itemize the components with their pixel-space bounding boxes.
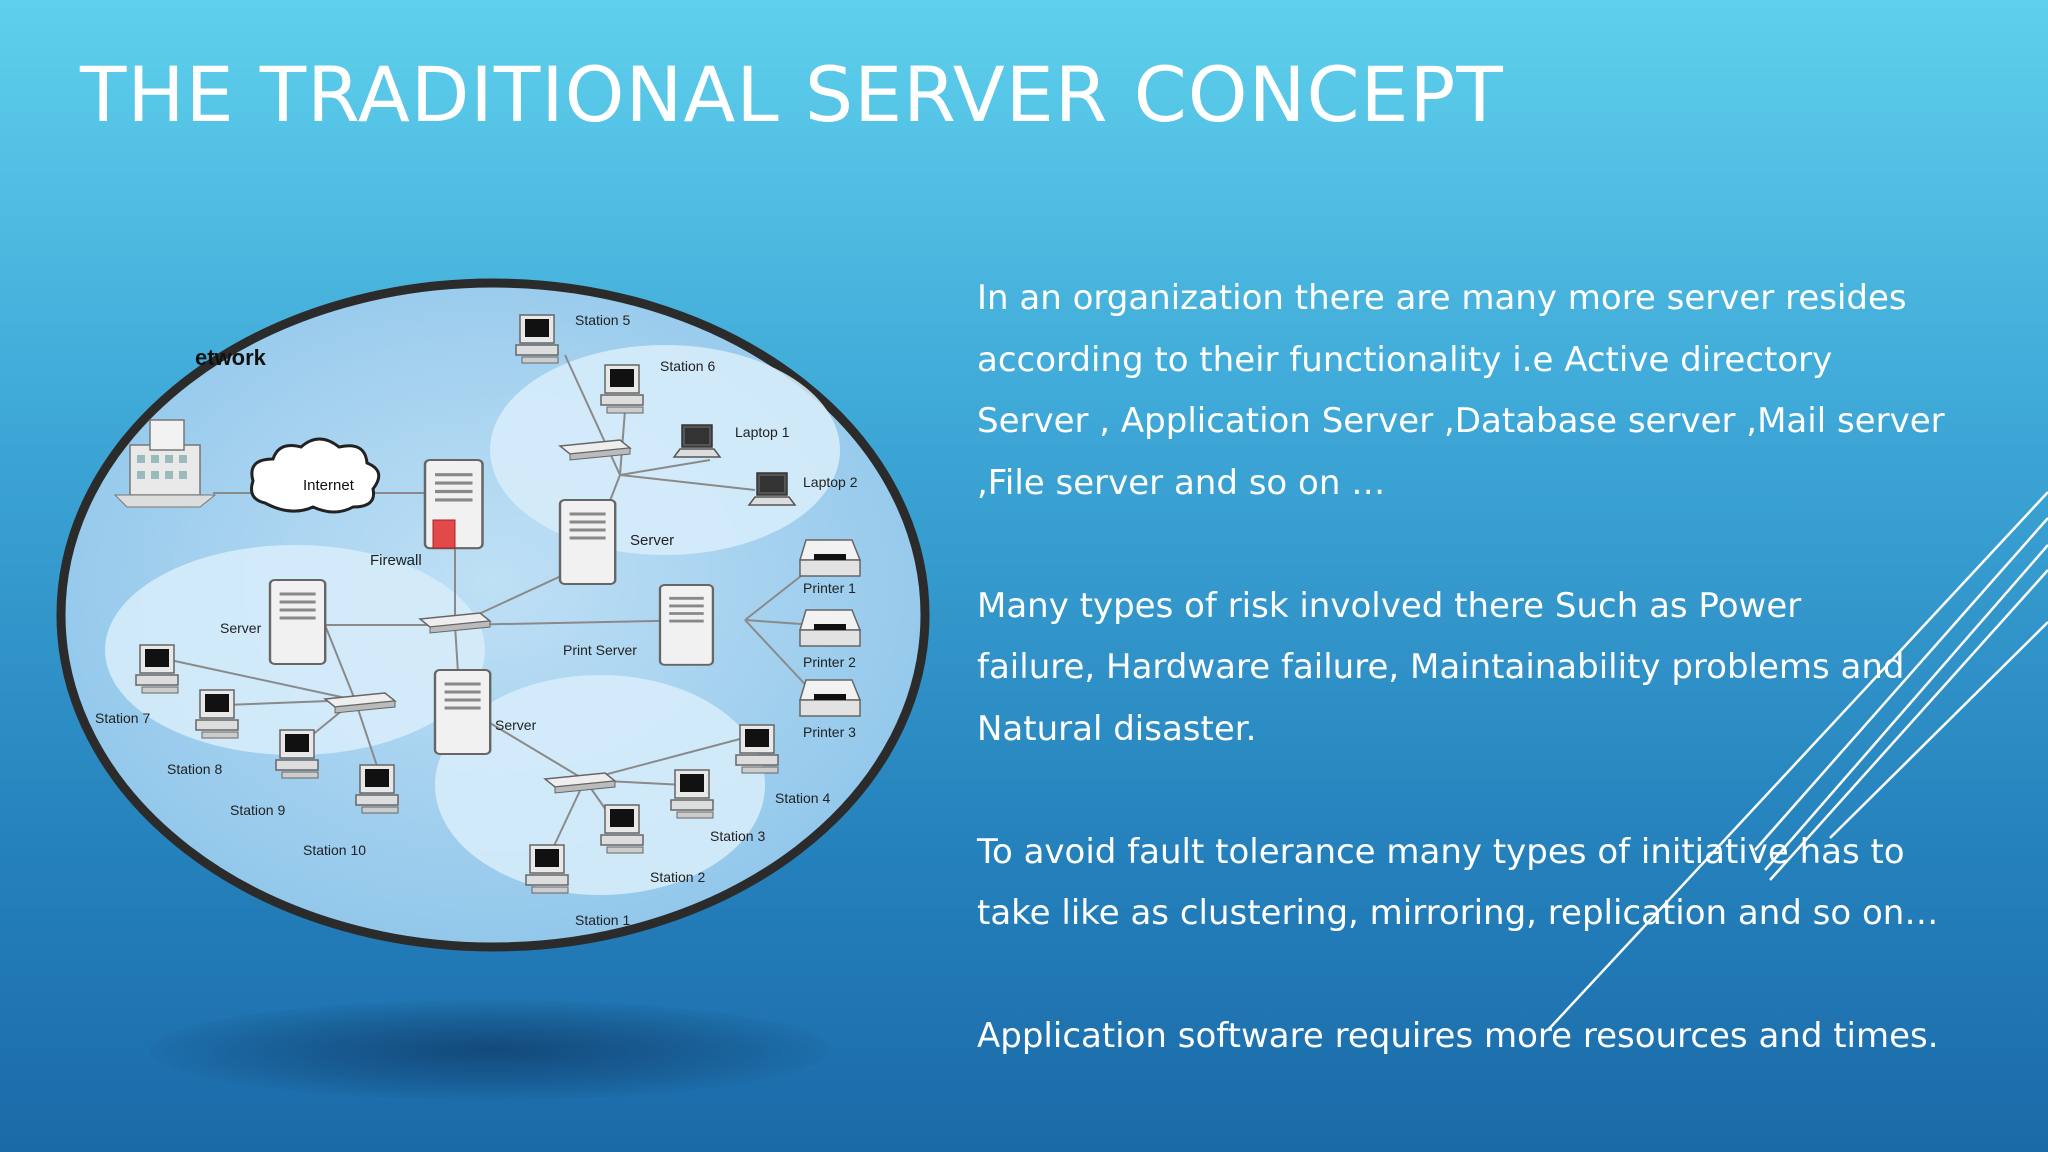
- svg-text:Station 2: Station 2: [650, 869, 705, 885]
- text-line: To avoid fault tolerance many types of i…: [977, 831, 1905, 872]
- network-diagram: Internet Firewall Server Station 5 Stati…: [55, 275, 935, 955]
- text-line: ,File server and so on …: [977, 462, 1386, 503]
- svg-text:Station 8: Station 8: [167, 761, 222, 777]
- text-line: Many types of risk involved there Such a…: [977, 585, 1802, 626]
- svg-text:Internet: Internet: [303, 477, 355, 494]
- firewall-icon: [423, 458, 485, 551]
- svg-text:Station 6: Station 6: [660, 358, 715, 374]
- diagram-shadow: [150, 1000, 830, 1100]
- svg-text:Server: Server: [630, 532, 674, 549]
- svg-text:Station 9: Station 9: [230, 802, 285, 818]
- svg-text:Printer 2: Printer 2: [803, 654, 856, 670]
- text-line: Server , Application Server ,Database se…: [977, 401, 1945, 441]
- svg-text:Laptop 2: Laptop 2: [803, 474, 858, 490]
- slide-body: In an organization there are many more s…: [977, 268, 1987, 1068]
- paragraph-risks: Many types of risk involved there Such a…: [977, 576, 1987, 761]
- server-icon: [433, 668, 493, 756]
- svg-text:Station 5: Station 5: [575, 312, 630, 328]
- svg-text:Station 10: Station 10: [303, 842, 366, 858]
- svg-text:Station 7: Station 7: [95, 710, 150, 726]
- paragraph-servers: In an organization there are many more s…: [977, 268, 1987, 514]
- server-icon: [558, 498, 618, 586]
- svg-text:Firewall: Firewall: [370, 552, 422, 569]
- paragraph-fault-tolerance: To avoid fault tolerance many types of i…: [977, 822, 1987, 945]
- cloud-icon: [250, 437, 381, 514]
- text-line: according to their functionality i.e Act…: [977, 339, 1833, 380]
- text-line: Natural disaster.: [977, 708, 1257, 749]
- svg-text:Station 3: Station 3: [710, 828, 765, 844]
- svg-text:Station 4: Station 4: [775, 790, 830, 806]
- print-server-icon: [658, 583, 715, 667]
- svg-text:Server: Server: [495, 717, 537, 733]
- server-icon: [268, 578, 328, 666]
- printer-icon: [799, 539, 861, 577]
- svg-text:Server: Server: [220, 620, 262, 636]
- text-line: take like as clustering, mirroring, repl…: [977, 893, 1939, 933]
- svg-text:Printer 1: Printer 1: [803, 580, 856, 596]
- svg-text:Station 1: Station 1: [575, 912, 630, 928]
- svg-text:Print Server: Print Server: [563, 642, 637, 658]
- svg-text:Laptop 1: Laptop 1: [735, 424, 790, 440]
- paragraph-resources: Application software requires more resou…: [977, 1006, 1987, 1068]
- printer-icon: [799, 609, 861, 647]
- printer-icon: [799, 679, 861, 717]
- slide-title: THE TRADITIONAL SERVER CONCEPT: [80, 50, 1504, 139]
- text-line: Application software requires more resou…: [977, 1016, 1939, 1056]
- svg-text:etwork: etwork: [195, 345, 267, 370]
- svg-text:Printer 3: Printer 3: [803, 724, 856, 740]
- text-line: failure, Hardware failure, Maintainabili…: [977, 647, 1905, 687]
- building-icon: [113, 419, 217, 508]
- text-line: In an organization there are many more s…: [977, 278, 1907, 318]
